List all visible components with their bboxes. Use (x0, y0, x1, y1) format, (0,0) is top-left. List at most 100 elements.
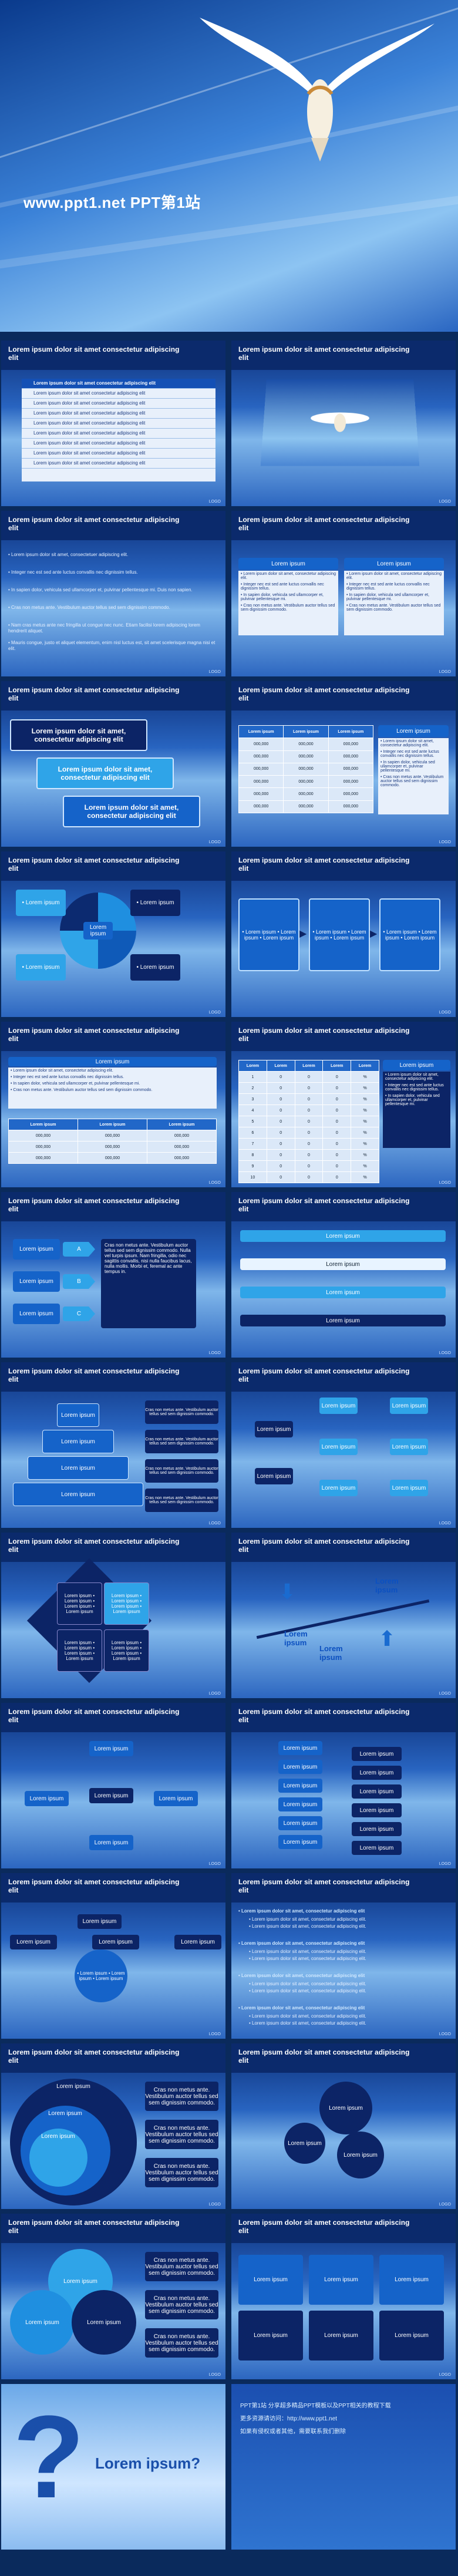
circle-desc: Cras non metus ante. Vestibulum auctor t… (145, 2158, 218, 2187)
table-row: 2000% (239, 1083, 379, 1094)
table-cell: 000,000 (147, 1130, 217, 1141)
table-cell: % (351, 1116, 379, 1127)
up-arrow-icon: ⬆ (378, 1627, 402, 1650)
side-item: • In sapien dolor, vehicula sed ullamcor… (378, 759, 449, 774)
bar-row: Lorem ipsum (240, 1230, 446, 1242)
list-subitem: • Lorem ipsum dolor sit amet, consectetu… (249, 1949, 449, 1955)
slide: Lorem ipsum dolor sit amet consectetur a… (1, 341, 225, 506)
table-cell: % (351, 1139, 379, 1150)
final-caption: Lorem ipsum? (95, 2454, 213, 2490)
table-row: 000,000000,000000,000 (239, 750, 373, 763)
venn-circle: Lorem ipsum (72, 2290, 136, 2355)
table-cell: 000,000 (147, 1153, 217, 1164)
list-subitem: • Lorem ipsum dolor sit amet, consectetu… (249, 1981, 449, 1988)
step-right: Lorem ipsum (352, 1766, 402, 1780)
table-cell: 0 (295, 1150, 323, 1161)
table-row: 9000% (239, 1161, 379, 1172)
panel-header: Lorem ipsum (8, 1057, 217, 1066)
stack-block: Lorem ipsum dolor sit amet, consectetur … (10, 719, 147, 751)
side-header: Lorem ipsum (378, 725, 449, 737)
list-subitem: • Lorem ipsum dolor sit amet, consectetu… (249, 1917, 449, 1923)
table-cell: 000,000 (284, 738, 328, 750)
table-cell: 2 (239, 1083, 267, 1094)
list-heading: • Lorem ipsum dolor sit amet, consectetu… (238, 1973, 450, 1980)
venn-desc: Cras non metus ante. Vestibulum auctor t… (145, 2328, 218, 2358)
side-item: • Integer nec est sed ante luctus conval… (378, 749, 449, 759)
slide-logo: LOGO (439, 1351, 451, 1355)
table-cell: 000,000 (328, 800, 373, 813)
table-cell: 0 (295, 1172, 323, 1183)
table-cell: 5 (239, 1116, 267, 1127)
slide: ?Lorem ipsum? (1, 2384, 225, 2550)
list-item: Lorem ipsum dolor sit amet consectetur a… (22, 459, 215, 469)
side-item: • Lorem ipsum dolor sit amet, consectetu… (378, 738, 449, 749)
table-cell: 0 (295, 1094, 323, 1105)
table-header-cell: Lorem ipsum (147, 1119, 217, 1130)
data-table: Lorem ipsumLorem ipsumLorem ipsum000,000… (8, 1119, 217, 1164)
slide: Lorem ipsum dolor sit amet consectetur a… (1, 1192, 225, 1358)
table-header-row: LoremLoremLoremLoremLorem (239, 1060, 379, 1072)
table-row: 7000% (239, 1139, 379, 1150)
slide: Lorem ipsum dolor sit amet consectetur a… (231, 1022, 456, 1187)
slide-title: Lorem ipsum dolor sit amet consectetur a… (8, 1878, 184, 1894)
pyramid-desc: Cras non metus ante. Vestibulum auctor t… (145, 1489, 218, 1512)
table-cell: 0 (267, 1083, 295, 1094)
slide-logo: LOGO (439, 1011, 451, 1015)
table-cell: 000,000 (239, 788, 284, 800)
pyramid-level: Lorem ipsum (28, 1456, 129, 1480)
org-node: Lorem ipsum (92, 1935, 139, 1949)
table-header-cell: Lorem (323, 1060, 351, 1072)
question-mark-icon: ? (13, 2390, 101, 2543)
tree-leaf: Lorem ipsum (390, 1398, 428, 1414)
slide-title: Lorem ipsum dolor sit amet consectetur a… (238, 1878, 415, 1894)
table-header-cell: Lorem ipsum (78, 1119, 147, 1130)
bullet-text: • Lorem ipsum dolor sit amet, consectetu… (8, 552, 220, 568)
table-row: 3000% (239, 1094, 379, 1105)
table-row: 000,000000,000000,000 (239, 788, 373, 800)
list-heading: • Lorem ipsum dolor sit amet, consectetu… (238, 1908, 450, 1915)
table-cell: 000,000 (239, 763, 284, 775)
table-header-cell: Lorem (351, 1060, 379, 1072)
flow-arrow-icon: ▶ (299, 928, 308, 940)
slide-title: Lorem ipsum dolor sit amet consectetur a… (238, 345, 415, 362)
table-cell: 000,000 (328, 738, 373, 750)
table-cell: 000,000 (284, 776, 328, 788)
table-cell: 0 (323, 1072, 351, 1083)
table-cell: 4 (239, 1105, 267, 1116)
table-cell: 000,000 (9, 1130, 78, 1141)
table-cell: 000,000 (9, 1141, 78, 1153)
slide: Lorem ipsum dolor sit amet consectetur a… (231, 851, 456, 1017)
step-right: Lorem ipsum (352, 1822, 402, 1836)
table-header-cell: Lorem (267, 1060, 295, 1072)
step-left: Lorem ipsum (278, 1779, 322, 1793)
slide-logo: LOGO (439, 1862, 451, 1866)
bullet-text: • Nam cras metus ante nec fringilla ut c… (8, 622, 220, 639)
slide-title: Lorem ipsum dolor sit amet consectetur a… (238, 2048, 415, 2065)
step-left: Lorem ipsum (278, 1741, 322, 1755)
column-item: • In sapien dolor, vehicula sed ullamcor… (344, 592, 444, 602)
pyramid-level: Lorem ipsum (42, 1430, 114, 1453)
slide-title: Lorem ipsum dolor sit amet consectetur a… (238, 516, 415, 532)
cycle-node: Lorem ipsum (154, 1791, 198, 1806)
tree-leaf: Lorem ipsum (390, 1480, 428, 1496)
table-cell: 0 (295, 1127, 323, 1139)
table-cell: 9 (239, 1161, 267, 1172)
list-panel: Lorem ipsum dolor sit amet consectetur a… (22, 379, 215, 481)
column-item: • Lorem ipsum dolor sit amet, consectetu… (238, 571, 338, 581)
tile: Lorem ipsum (379, 2255, 444, 2305)
tile: Lorem ipsum (309, 2255, 373, 2305)
gear-icon: Lorem ipsum (319, 2082, 372, 2134)
table-cell: 0 (323, 1139, 351, 1150)
diamond-cell: Lorem ipsum • Lorem ipsum • Lorem ipsum … (57, 1582, 102, 1625)
table-cell: 0 (295, 1083, 323, 1094)
side-item: • Integer nec est sed ante luctus conval… (383, 1082, 450, 1093)
table-header-row: Lorem ipsumLorem ipsumLorem ipsum (9, 1119, 217, 1130)
slide: Lorem ipsum dolor sit amet consectetur a… (1, 851, 225, 1017)
slide-logo: LOGO (209, 2032, 221, 2036)
step-right: Lorem ipsum (352, 1784, 402, 1799)
table-cell: 0 (267, 1105, 295, 1116)
diamond-cell: Lorem ipsum • Lorem ipsum • Lorem ipsum … (104, 1582, 149, 1625)
table-cell: 000,000 (239, 776, 284, 788)
table-row: 8000% (239, 1150, 379, 1161)
